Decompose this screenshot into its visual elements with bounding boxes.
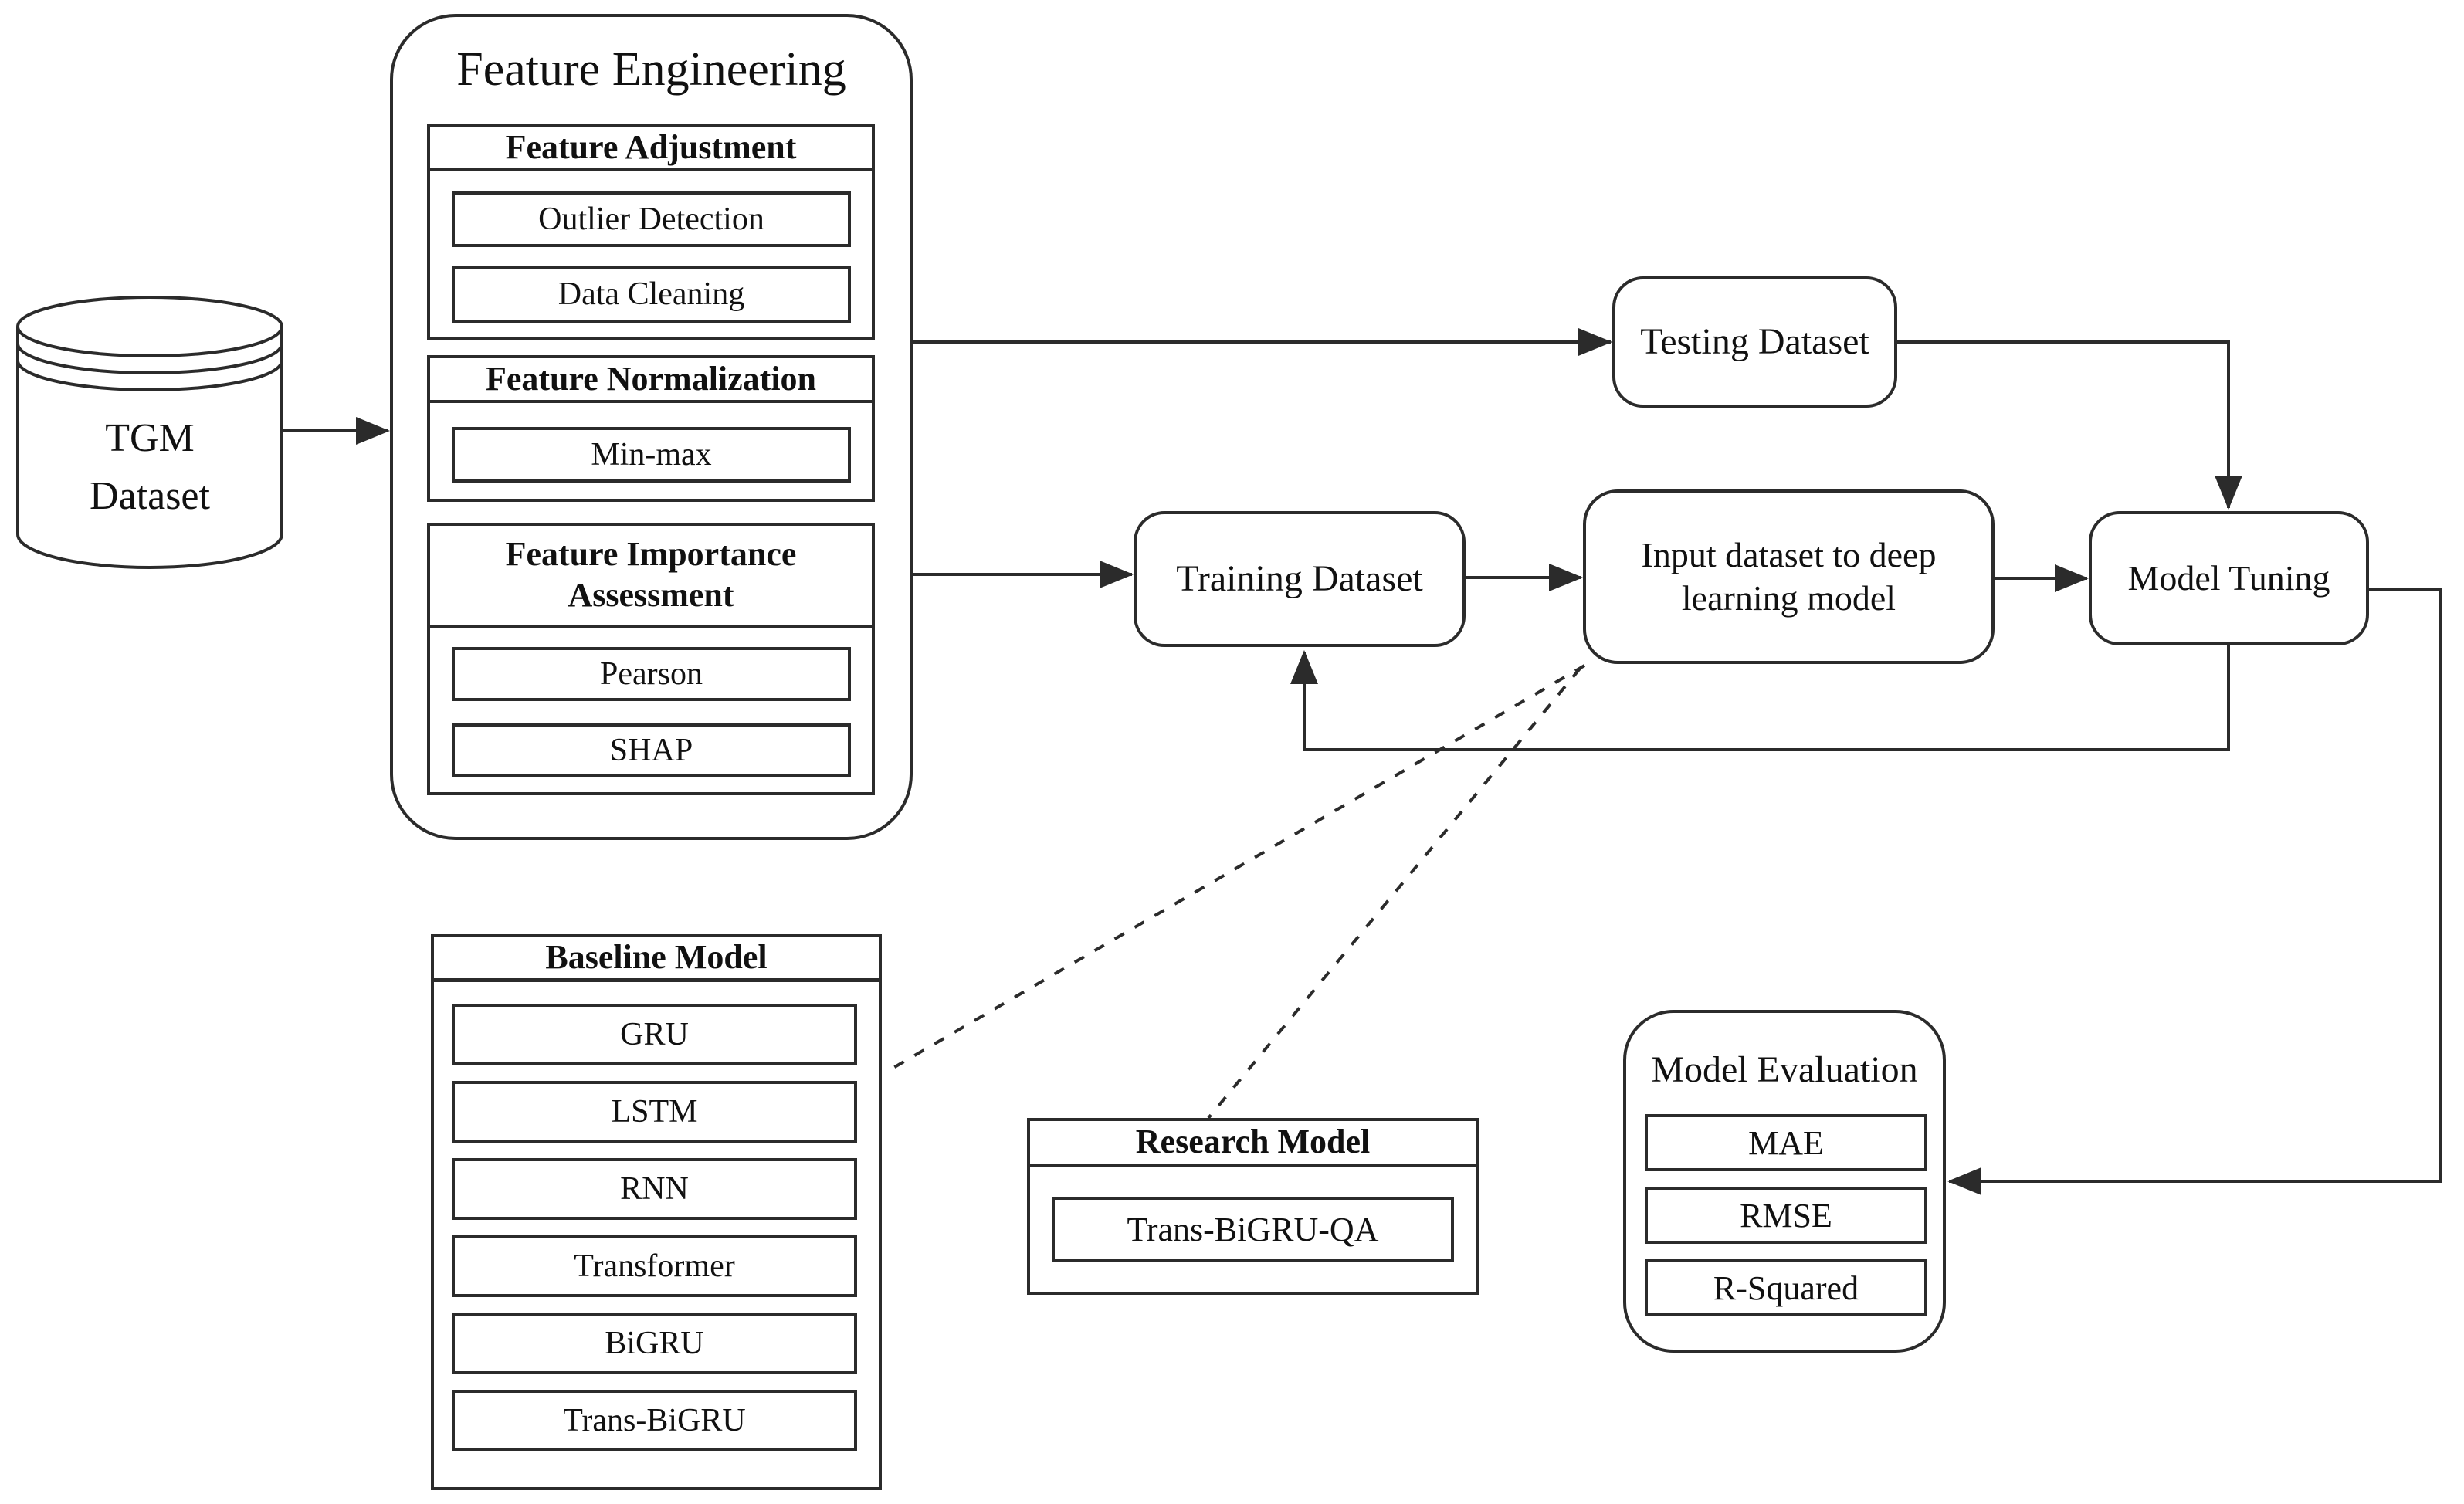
trans-bigru-item: Trans-BiGRU — [452, 1390, 857, 1451]
arrow-model-tuning-to-evaluation — [1947, 588, 2442, 1195]
model-evaluation-title: Model Evaluation — [1651, 1048, 1918, 1090]
dashed-link-input-to-research-model — [1207, 667, 1581, 1120]
feature-importance-title: Feature Importance Assessment — [430, 526, 872, 628]
gru-item: GRU — [452, 1004, 857, 1065]
mae-item: MAE — [1645, 1114, 1927, 1171]
input-dataset-node: Input dataset to deep learning model — [1583, 489, 1995, 664]
tgm-dataset-label: TGM Dataset — [90, 415, 210, 518]
bigru-item: BiGRU — [452, 1313, 857, 1374]
cylinder-ring-2 — [16, 360, 283, 391]
tgm-dataset-cylinder — [16, 296, 283, 569]
r-squared-item: R-Squared — [1645, 1259, 1927, 1316]
feature-normalization-title: Feature Normalization — [430, 358, 872, 403]
cylinder-top — [16, 296, 283, 357]
rmse-item: RMSE — [1645, 1187, 1927, 1244]
arrow-model-tuning-feedback-to-training — [1290, 645, 2230, 751]
feature-adjustment-title: Feature Adjustment — [430, 127, 872, 171]
trans-bigru-qa-item: Trans-BiGRU-QA — [1052, 1197, 1454, 1262]
testing-dataset-node: Testing Dataset — [1612, 276, 1897, 408]
min-max-item: Min-max — [452, 427, 851, 483]
pearson-item: Pearson — [452, 647, 851, 701]
feature-engineering-title: Feature Engineering — [456, 42, 846, 96]
baseline-model-title: Baseline Model — [434, 937, 879, 982]
rnn-item: RNN — [452, 1158, 857, 1220]
arrow-testing-to-model-tuning — [1897, 340, 2242, 510]
dashed-link-input-to-baseline-model — [883, 664, 1586, 1075]
training-dataset-node: Training Dataset — [1134, 511, 1466, 647]
transformer-item: Transformer — [452, 1235, 857, 1297]
model-tuning-node: Model Tuning — [2089, 511, 2369, 645]
research-model-title: Research Model — [1030, 1121, 1476, 1167]
shap-item: SHAP — [452, 723, 851, 777]
cylinder-ring-1 — [16, 343, 283, 374]
outlier-detection-item: Outlier Detection — [452, 191, 851, 247]
lstm-item: LSTM — [452, 1081, 857, 1143]
data-cleaning-item: Data Cleaning — [452, 266, 851, 323]
